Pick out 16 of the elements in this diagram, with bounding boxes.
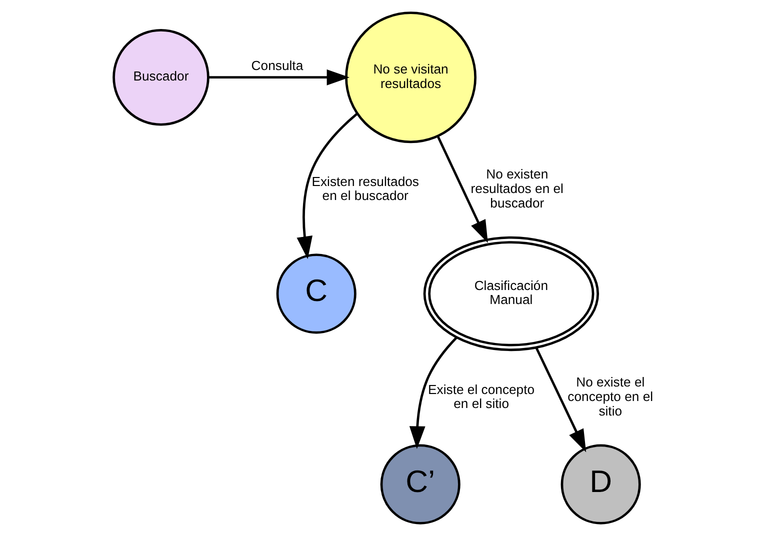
edge-label: Existen resultados en el buscador bbox=[311, 174, 418, 204]
node-ellipse: Clasificación Manual bbox=[422, 236, 599, 352]
node-circle: C’ bbox=[380, 444, 460, 524]
node-circle: No se visitan resultados bbox=[344, 12, 476, 144]
edge-label: No existe el concepto en el sitio bbox=[567, 374, 653, 418]
arrow bbox=[534, 347, 586, 452]
edge-label: Existe el concepto en el sitio bbox=[428, 382, 534, 412]
node-circle: C bbox=[276, 254, 356, 334]
node-circle: Buscador bbox=[112, 28, 209, 126]
node-circle: D bbox=[560, 444, 640, 524]
arrow bbox=[296, 113, 358, 260]
arrow bbox=[408, 336, 457, 449]
edge-label: No existen resultados en el buscador bbox=[470, 166, 563, 210]
arrow bbox=[436, 136, 488, 243]
edge-label: Consulta bbox=[250, 58, 303, 73]
arrow bbox=[208, 69, 350, 86]
